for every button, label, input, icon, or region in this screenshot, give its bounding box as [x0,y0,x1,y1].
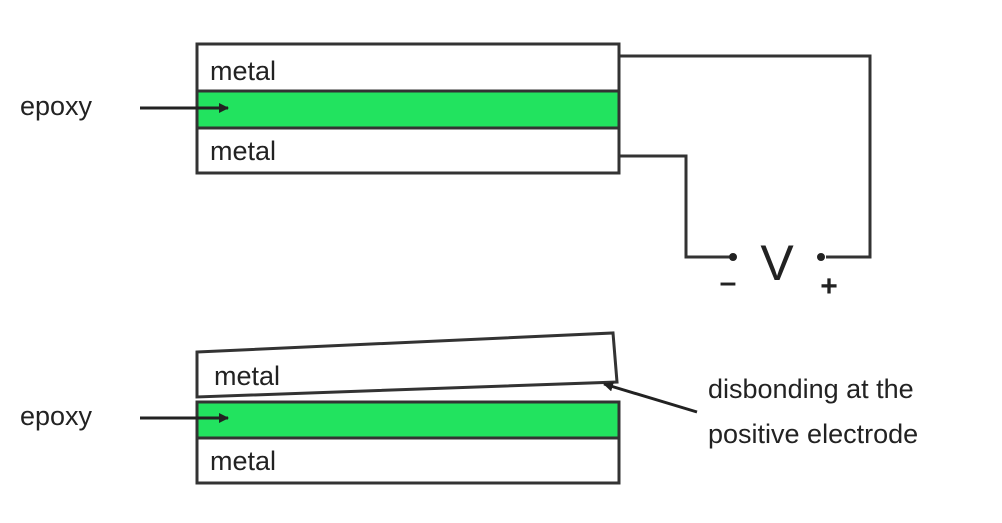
top-metal-lower-label: metal [210,136,276,166]
positive-terminal [817,253,825,261]
top-epoxy-layer [195,89,621,130]
bottom-metal-lower-label: metal [210,446,276,476]
top-epoxy-label: epoxy [20,91,93,121]
top-metal-upper-layer [195,42,621,93]
disbonding-annotation-line1: disbonding at the [708,374,914,404]
top-metal-lower-layer [195,126,621,175]
bottom-metal-upper-label: metal [214,361,280,391]
bottom-epoxy-layer [195,400,621,440]
voltage-source-label: V [760,235,794,291]
disbonding-annotation-line2: positive electrode [708,419,918,449]
bottom-metal-upper-layer-lifted [195,331,619,399]
bottom-metal-lower-layer [195,436,621,485]
disbonding-pointer-arrow [603,381,698,414]
top-assembly: metal metal epoxy [20,42,621,175]
top-metal-upper-label: metal [210,56,276,86]
bottom-epoxy-label: epoxy [20,401,93,431]
bottom-assembly: metal metal epoxy disbonding at the posi… [20,331,918,485]
positive-wire [619,54,872,259]
negative-sign: – [720,266,737,299]
voltage-circuit: V – + [619,54,872,303]
positive-sign: + [820,270,838,303]
negative-terminal [729,253,737,261]
negative-wire [619,154,730,259]
